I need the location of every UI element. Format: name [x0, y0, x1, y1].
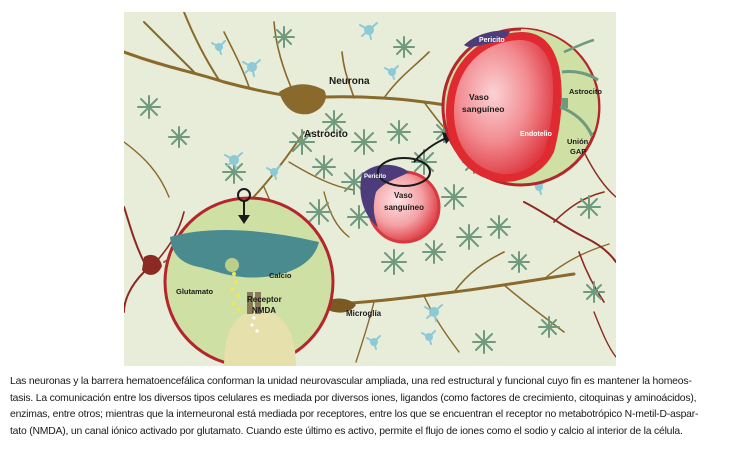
- label-vaso-small-2: sanguíneo: [384, 203, 424, 212]
- caption-line: Las neuronas y la barrera hematoencefáli…: [10, 376, 692, 387]
- label-astrocito: Astrocito: [304, 129, 348, 140]
- label-astrocito-zoom: Astrocito: [569, 87, 602, 96]
- postsynaptic-neuron: [224, 310, 296, 366]
- label-endotelio: Endotelio: [520, 131, 552, 138]
- red-neuron-soma: [142, 254, 162, 275]
- red-neuron-dendrites: [124, 151, 616, 358]
- label-receptor-2: NMDA: [252, 306, 276, 315]
- label-vaso-zoom-1: Vaso: [469, 92, 489, 102]
- microglia-cells: [211, 22, 546, 350]
- caption-line: tasis. La comunicación entre los diverso…: [10, 392, 697, 404]
- label-neurona: Neurona: [329, 76, 370, 87]
- presynaptic-terminal: [170, 230, 319, 278]
- diagram-canvas: Neurona Astrocito Pericito Vaso sanguíne…: [124, 12, 616, 366]
- caption-line: tato (NMDA), un canal iónico activado po…: [10, 425, 683, 437]
- label-union-1: Unión: [567, 137, 589, 146]
- neuron-soma: [279, 84, 326, 115]
- zoom-marker: [377, 157, 431, 187]
- astrocyte-endfoot: [561, 70, 599, 82]
- label-calcio: Calcio: [269, 271, 292, 280]
- glutamate-particles: [230, 272, 241, 312]
- label-microglia: Microglía: [346, 309, 382, 318]
- nmda-receptor: [247, 292, 253, 314]
- pericyte-zoom: [464, 30, 510, 47]
- zoom-vessel-detail: [441, 27, 601, 187]
- label-pericito-zoom: Pericito: [479, 37, 505, 44]
- caption-line: enzimas, entre otros; mientras que la in…: [10, 409, 699, 420]
- vessel-lumen: [454, 40, 554, 175]
- zoom-synapse-detail: [163, 188, 335, 366]
- gap-junction: [562, 98, 568, 108]
- label-union-2: GAP: [570, 147, 586, 156]
- figure-caption: Las neuronas y la barrera hematoencefáli…: [10, 374, 732, 440]
- pericyte-small: [360, 164, 409, 227]
- label-vaso-zoom-2: sanguíneo: [462, 104, 505, 114]
- label-vaso-small-1: Vaso: [394, 191, 413, 200]
- label-pericito-small: Pericito: [364, 174, 386, 180]
- neurovascular-diagram: Neurona Astrocito Pericito Vaso sanguíne…: [124, 12, 616, 366]
- label-glutamato: Glutamato: [176, 287, 214, 296]
- label-receptor-1: Receptor: [247, 295, 282, 304]
